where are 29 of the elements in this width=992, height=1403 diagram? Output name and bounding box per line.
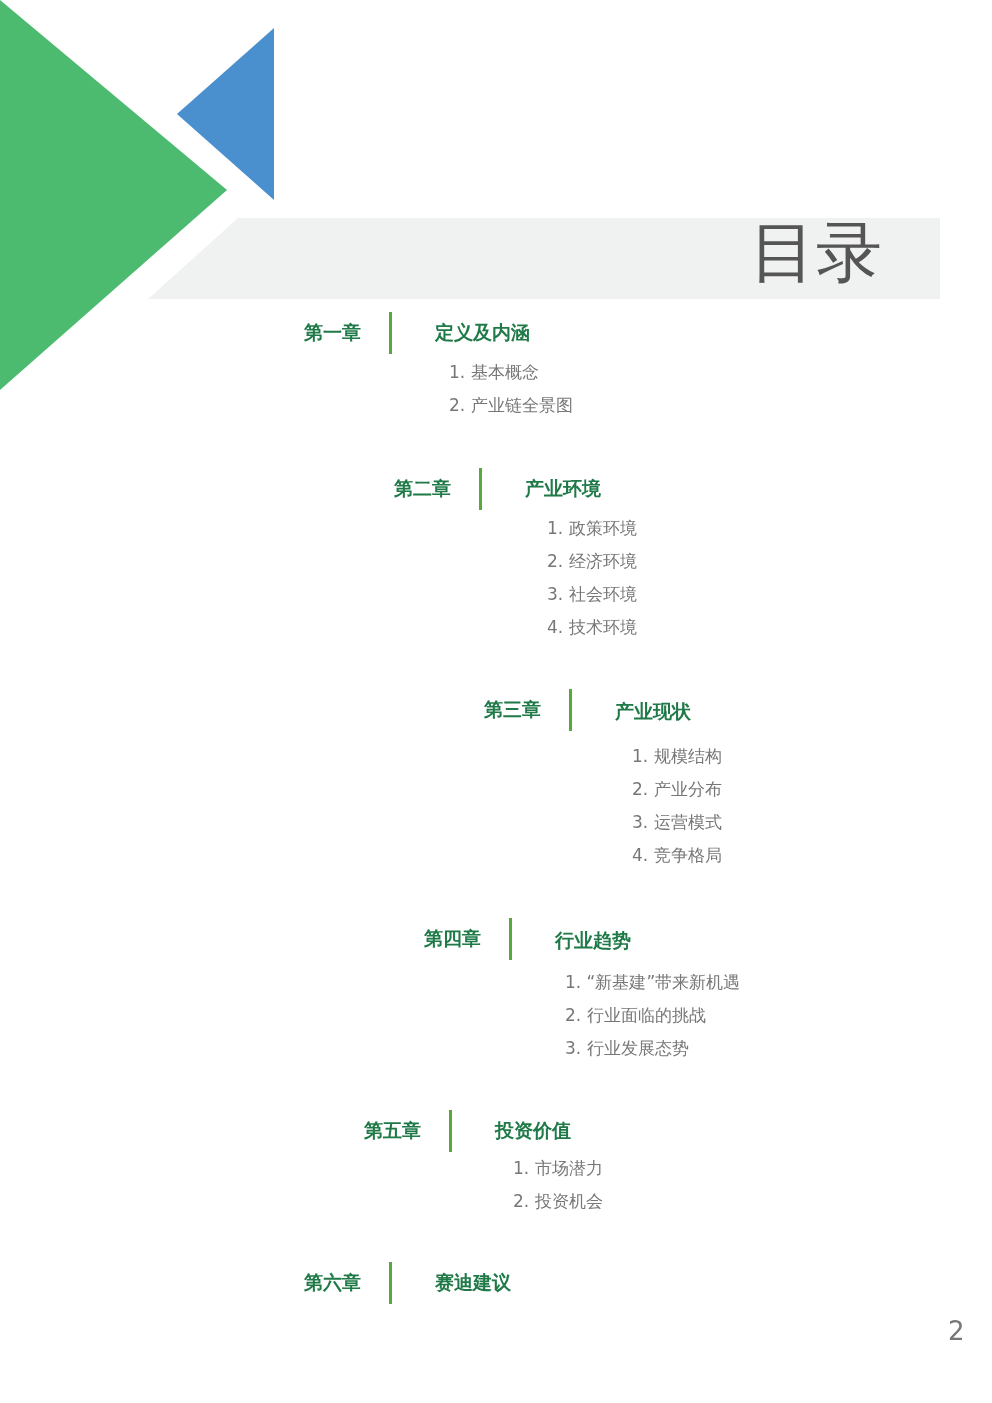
section-item: 1. 规模结构 bbox=[632, 748, 722, 765]
section-item: 1. 基本概念 bbox=[449, 364, 539, 381]
section-item: 3. 行业发展态势 bbox=[565, 1040, 689, 1057]
chapter-label: 第三章 bbox=[484, 700, 541, 719]
page-number: 2 bbox=[948, 1318, 965, 1344]
section-item: 2. 行业面临的挑战 bbox=[565, 1007, 706, 1024]
chapter-label: 第四章 bbox=[424, 929, 481, 948]
chapter-heading: 行业趋势 bbox=[555, 931, 631, 950]
section-item: 1. “新基建”带来新机遇 bbox=[565, 974, 741, 991]
section-item: 2. 投资机会 bbox=[513, 1193, 603, 1210]
chapter-label: 第二章 bbox=[394, 479, 451, 498]
section-item: 4. 技术环境 bbox=[547, 619, 637, 636]
section-item: 1. 市场潜力 bbox=[513, 1160, 603, 1177]
section-item: 4. 竞争格局 bbox=[632, 847, 722, 864]
chapter-label: 第一章 bbox=[304, 323, 361, 342]
section-item: 3. 社会环境 bbox=[547, 586, 637, 603]
section-item: 1. 政策环境 bbox=[547, 520, 637, 537]
chapter-heading: 产业环境 bbox=[525, 479, 601, 498]
section-item: 2. 产业链全景图 bbox=[449, 397, 573, 414]
chapter-heading: 定义及内涵 bbox=[435, 323, 530, 342]
chapter-heading: 赛迪建议 bbox=[435, 1273, 511, 1292]
chapter-heading: 产业现状 bbox=[615, 702, 691, 721]
chapter-label: 第五章 bbox=[364, 1121, 421, 1140]
chapter-label: 第六章 bbox=[304, 1273, 361, 1292]
section-item: 2. 经济环境 bbox=[547, 553, 637, 570]
section-item: 3. 运营模式 bbox=[632, 814, 722, 831]
page-title: 目录 bbox=[750, 220, 882, 286]
chapter-heading: 投资价值 bbox=[495, 1121, 571, 1140]
section-item: 2. 产业分布 bbox=[632, 781, 722, 798]
